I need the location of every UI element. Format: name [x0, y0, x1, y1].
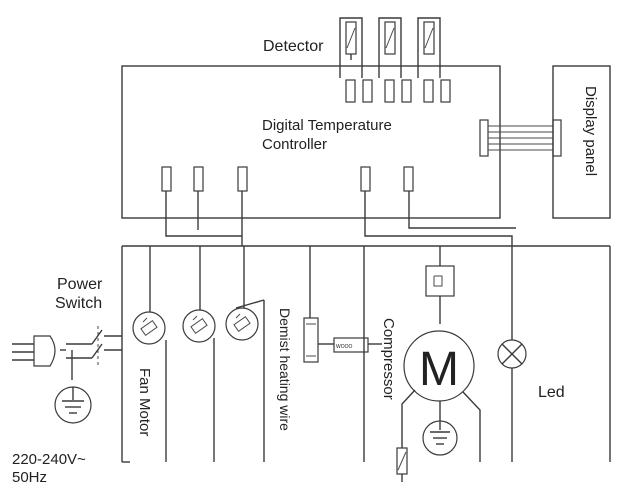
display-connector — [479, 119, 562, 157]
ground-icon — [422, 401, 458, 456]
fan-icon — [132, 311, 166, 345]
motor-symbol: M — [419, 343, 459, 396]
plug-icon — [12, 335, 66, 367]
demist-heater: WOOO — [303, 246, 382, 363]
control-wiring — [165, 191, 516, 340]
led-section — [497, 339, 527, 462]
fan-icon — [182, 309, 216, 343]
power-label-line1: Power — [57, 276, 103, 293]
detector-label: Detector — [263, 38, 324, 55]
controller-label-line1: Digital Temperature — [262, 117, 392, 134]
compressor-label: Compressor — [380, 318, 397, 400]
controller-box — [121, 65, 501, 219]
overload-protector — [425, 265, 455, 297]
controller-label-line2: Controller — [262, 136, 327, 153]
detector-terminals — [345, 79, 451, 103]
led-label: Led — [538, 384, 565, 401]
power-label-line2: Switch — [55, 295, 102, 312]
demist-label: Demist heating wire — [277, 308, 293, 431]
motor-icon: M — [403, 330, 475, 402]
compressor-section: M — [363, 246, 481, 482]
frequency-label: 50Hz — [12, 469, 47, 486]
power-bus — [121, 245, 611, 463]
display-panel-label: Display panel — [582, 86, 599, 176]
switch-icon — [91, 326, 122, 368]
detector-sensors — [339, 17, 441, 78]
output-terminals — [161, 166, 414, 192]
voltage-label: 220-240V~ — [12, 451, 86, 468]
detector-sensor-2 — [378, 17, 402, 78]
detector-sensor-3 — [417, 17, 441, 78]
display-panel-box — [552, 65, 611, 219]
ground-icon — [54, 386, 92, 424]
fan-motors — [132, 246, 265, 462]
relay-box — [333, 337, 369, 353]
power-input — [12, 326, 122, 424]
resistor-icon — [303, 317, 319, 363]
fan-icon — [225, 307, 259, 341]
fan-motor-label: Fan Motor — [136, 368, 153, 436]
detector-sensor-1 — [339, 17, 363, 78]
relay-mark: WOOO — [336, 344, 352, 350]
lamp-icon — [497, 339, 527, 369]
